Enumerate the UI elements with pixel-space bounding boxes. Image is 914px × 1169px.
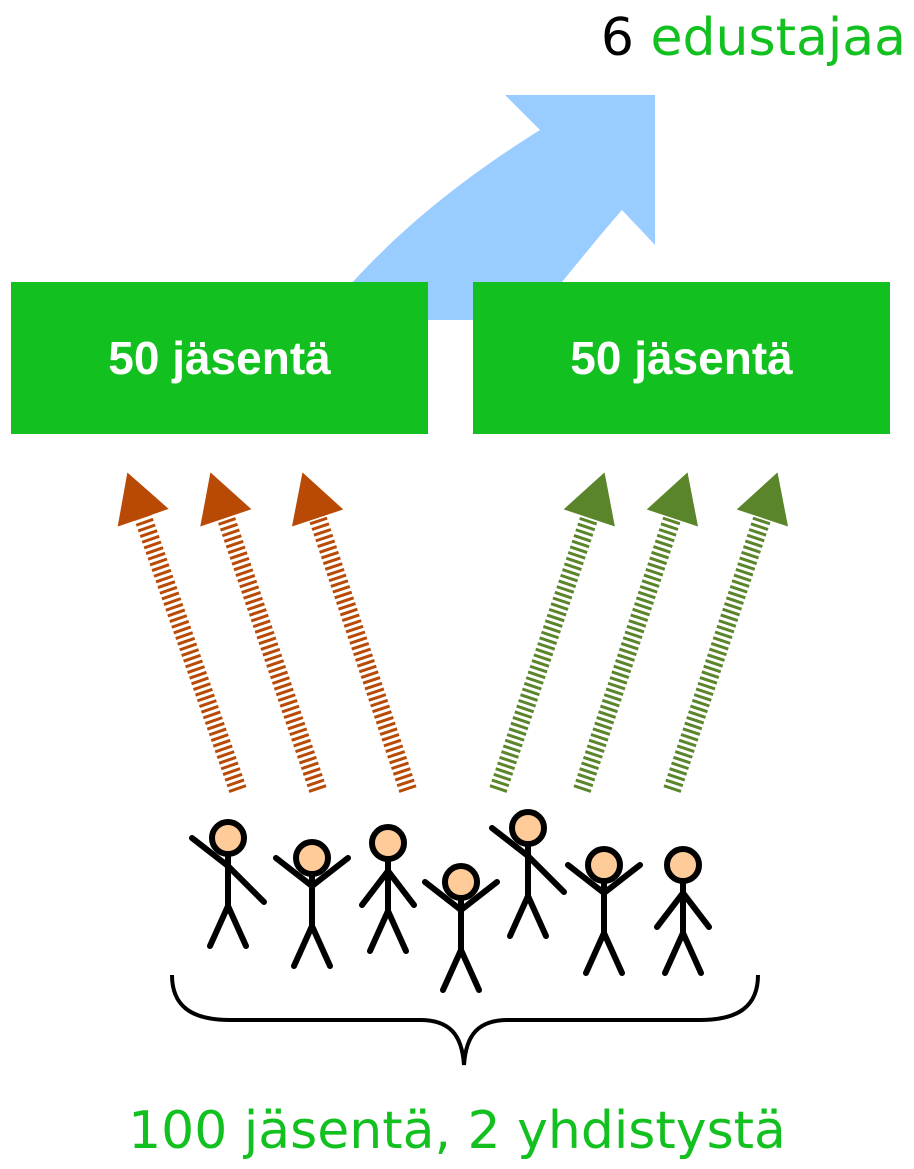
arrow-head-icon <box>200 472 252 527</box>
member-arrow-6 <box>663 472 789 793</box>
group-label-right: 50 jäsentä <box>570 332 793 384</box>
representatives-arrow <box>350 95 655 285</box>
group-box-right: 50 jäsentä <box>473 282 890 434</box>
member-figure-icon <box>359 824 417 954</box>
member-figure-icon <box>273 839 351 969</box>
arrow-head-icon <box>291 472 344 527</box>
arrow-head-icon <box>563 472 615 527</box>
members-group <box>189 809 712 993</box>
member-figure-icon <box>422 863 500 993</box>
brace-icon <box>170 974 760 1066</box>
member-arrows <box>117 472 789 793</box>
member-figure-icon <box>654 846 712 976</box>
arrow-head-icon <box>646 472 699 527</box>
member-arrow-4 <box>489 472 615 793</box>
member-arrow-1 <box>117 472 247 793</box>
member-arrow-5 <box>573 472 699 793</box>
representatives-word: edustajaa <box>650 8 906 68</box>
representatives-label: 6 edustajaa <box>601 6 906 70</box>
arrow-head-icon <box>117 472 169 527</box>
member-figure-icon <box>565 846 643 976</box>
member-figure-icon <box>189 819 267 949</box>
representatives-count: 6 <box>600 8 634 68</box>
total-members-label: 100 jäsentä, 2 yhdistystä <box>128 1101 786 1161</box>
member-figure-icon <box>489 809 567 939</box>
arrow-head-icon <box>736 472 789 527</box>
group-label-left: 50 jäsentä <box>108 332 331 384</box>
member-arrow-3 <box>291 472 417 793</box>
group-box-left: 50 jäsentä <box>11 282 428 434</box>
member-arrow-2 <box>200 472 327 793</box>
